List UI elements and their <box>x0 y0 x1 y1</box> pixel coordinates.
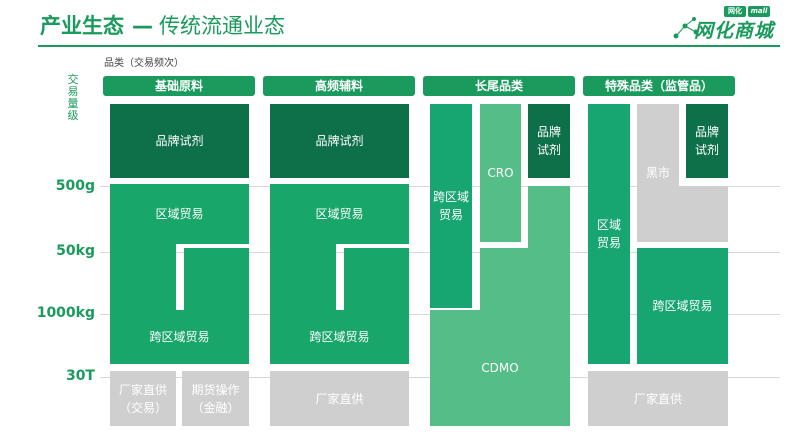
block-regional-trade: 区域 贸易 <box>588 104 630 364</box>
block-brand-reagent: 品牌试剂 <box>110 104 249 178</box>
network-dots-icon <box>673 17 699 39</box>
x-axis-title: 品类（交易频次） <box>104 58 184 69</box>
tick-30t: 30T <box>65 368 95 384</box>
block-cross-regional-extension <box>184 248 249 310</box>
brand-logo: 网化 mall 网化商城 <box>672 4 784 42</box>
block-cro: CRO <box>480 104 521 242</box>
block-factory-direct: 厂家直供 <box>588 371 728 426</box>
page-title: 产业生态 —传统流通业态 <box>40 8 285 44</box>
block-regional-trade: 区域贸易 <box>110 184 249 244</box>
logo-text: 网化商城 <box>694 20 775 42</box>
block-regional-trade-extension <box>110 244 176 310</box>
block-futures-operation: 期货操作 （金融） <box>182 371 249 426</box>
logo-badge-right-text: mall <box>750 7 768 15</box>
logo-badge-left: 网化 <box>724 6 746 17</box>
block-cdmo-middle <box>480 248 570 310</box>
block-brand-reagent: 品牌试剂 <box>270 104 409 178</box>
column-header-raw-materials: 基础原料 <box>103 76 255 96</box>
block-brand-reagent: 品牌 试剂 <box>528 104 570 178</box>
block-cross-regional-trade: 跨区域贸易 <box>110 310 249 364</box>
tick-50kg: 50kg <box>56 243 95 259</box>
column-header-special: 特殊品类（监管品） <box>583 76 735 96</box>
column-header-long-tail: 长尾品类 <box>423 76 575 96</box>
block-black-market-extension <box>637 186 728 242</box>
block-cross-regional-trade: 跨区域贸易 <box>637 248 728 364</box>
block-cdmo-upper <box>528 186 570 256</box>
tick-1000kg: 1000kg <box>36 305 95 321</box>
title-sub: 传统流通业态 <box>159 14 285 38</box>
block-regional-trade-extension <box>270 244 336 310</box>
block-factory-direct: 厂家直供 <box>270 371 409 426</box>
title-rule <box>38 45 780 47</box>
column-header-high-frequency: 高频辅料 <box>263 76 415 96</box>
block-regional-trade: 区域贸易 <box>270 184 409 244</box>
logo-badge-right: mall <box>748 6 770 17</box>
block-cross-regional-trade: 跨区域 贸易 <box>430 104 472 308</box>
block-cross-regional-extension <box>344 248 409 310</box>
block-cdmo: CDMO <box>430 310 570 426</box>
logo-badge-left-text: 网化 <box>728 7 742 15</box>
tick-500g: 500g <box>55 178 95 194</box>
title-main: 产业生态 <box>40 14 124 38</box>
block-brand-reagent: 品牌 试剂 <box>686 104 728 178</box>
title-separator: — <box>132 14 153 38</box>
block-cross-regional-trade: 跨区域贸易 <box>270 310 409 364</box>
block-factory-direct: 厂家直供 （交易） <box>110 371 176 426</box>
y-axis-title: 交易量级 <box>67 73 79 122</box>
